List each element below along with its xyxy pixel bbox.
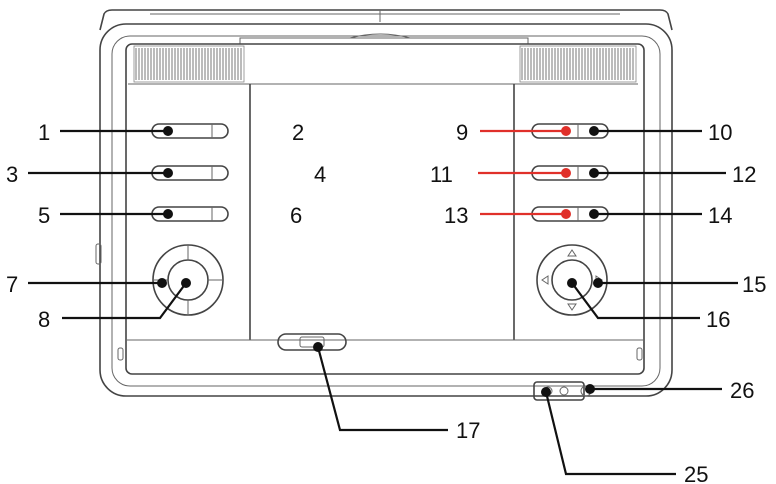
callout-1: 1 bbox=[38, 120, 50, 145]
callout-5: 5 bbox=[38, 203, 50, 228]
callout-4: 4 bbox=[314, 162, 326, 187]
bottom-slide-switch[interactable] bbox=[277, 333, 347, 351]
callout-25: 25 bbox=[684, 462, 708, 484]
callout-13: 13 bbox=[444, 203, 468, 228]
callout-8: 8 bbox=[38, 307, 50, 332]
callout-14: 14 bbox=[708, 203, 732, 228]
callout-17: 17 bbox=[456, 418, 480, 443]
callout-26: 26 bbox=[730, 378, 754, 403]
left-speaker-grille bbox=[133, 45, 245, 83]
callout-12: 12 bbox=[732, 162, 756, 187]
device-body bbox=[95, 9, 673, 397]
right-navigation-dial[interactable] bbox=[536, 244, 608, 316]
callout-16: 16 bbox=[706, 307, 730, 332]
callout-15: 15 bbox=[742, 272, 766, 297]
callout-11: 11 bbox=[430, 162, 453, 187]
callout-leaders bbox=[28, 126, 738, 476]
right-speaker-grille bbox=[519, 45, 637, 83]
callout-2: 2 bbox=[292, 120, 304, 145]
left-navigation-dial[interactable] bbox=[152, 244, 224, 316]
callout-numbers: 1 2 3 4 5 6 7 8 9 10 11 12 13 14 15 16 1… bbox=[6, 120, 766, 484]
callout-10: 10 bbox=[708, 120, 732, 145]
callout-9: 9 bbox=[456, 120, 468, 145]
callout-6: 6 bbox=[290, 203, 302, 228]
callout-7: 7 bbox=[6, 272, 18, 297]
callout-3: 3 bbox=[6, 162, 18, 187]
